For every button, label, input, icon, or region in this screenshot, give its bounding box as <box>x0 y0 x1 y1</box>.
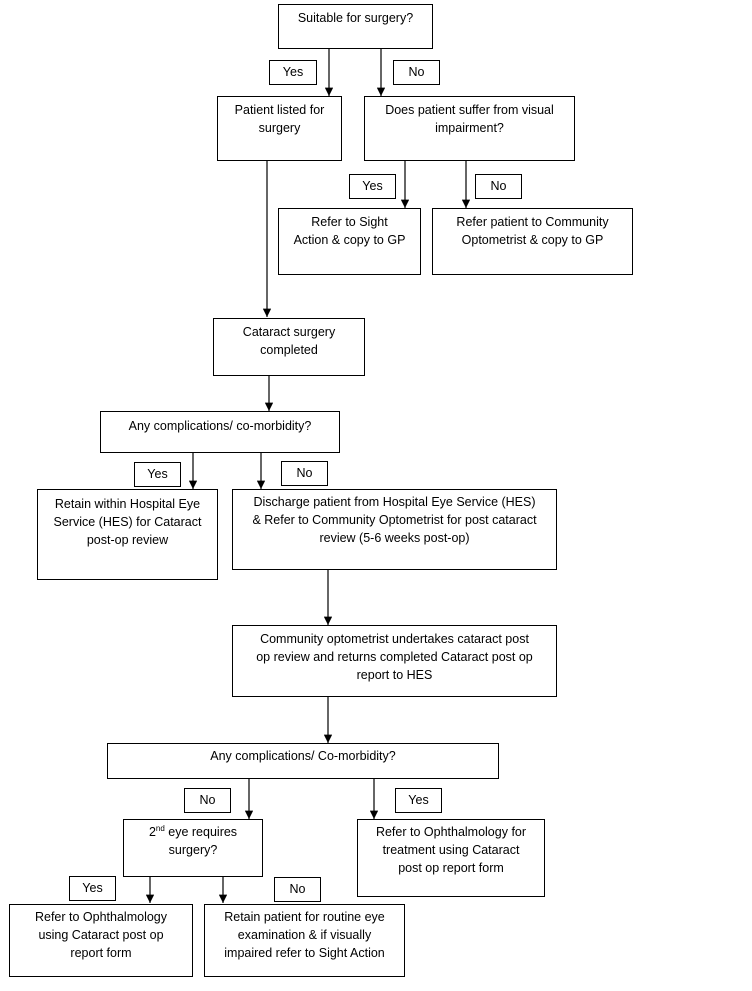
label-second-no: No <box>274 877 321 902</box>
node-discharge-line1: Discharge patient from Hospital Eye Serv… <box>253 495 536 509</box>
label-comp1-yes: Yes <box>134 462 181 487</box>
node-community-line2: Optometrist & copy to GP <box>461 233 604 247</box>
node-discharge-line2: & Refer to Community Optometrist for pos… <box>252 513 537 527</box>
node-second-eye-rest: eye requires <box>164 825 238 839</box>
node-suitable-for-surgery: Suitable for surgery? <box>278 4 433 49</box>
node-ophth-form-line2: using Cataract post op <box>38 928 164 942</box>
node-community-optometrist-review: Community optometrist undertakes catarac… <box>232 625 557 697</box>
node-routine-line3: impaired refer to Sight Action <box>224 946 385 960</box>
node-comp2-text: Any complications/ Co-morbidity? <box>210 749 396 763</box>
node-visual-impairment: Does patient suffer from visual impairme… <box>364 96 575 161</box>
node-listed-line2: surgery <box>258 121 301 135</box>
node-routine-line1: Retain patient for routine eye <box>224 910 385 924</box>
node-refer-community-optometrist: Refer patient to Community Optometrist &… <box>432 208 633 275</box>
node-second-eye-line1: 2nd eye requires <box>124 823 262 841</box>
node-visual-line1: Does patient suffer from visual <box>385 103 554 117</box>
label-visual-no: No <box>475 174 522 199</box>
node-completed-line2: completed <box>260 343 318 357</box>
node-optom-line1: Community optometrist undertakes catarac… <box>260 632 529 646</box>
label-second-yes: Yes <box>69 876 116 901</box>
node-cataract-surgery-completed: Cataract surgery completed <box>213 318 365 376</box>
node-patient-listed: Patient listed for surgery <box>217 96 342 161</box>
node-second-eye: 2nd eye requires surgery? <box>123 819 263 877</box>
label-suitable-yes: Yes <box>269 60 317 85</box>
node-second-eye-num: 2 <box>148 825 156 839</box>
node-retain-line2: Service (HES) for Cataract <box>53 515 202 529</box>
node-complications-2: Any complications/ Co-morbidity? <box>107 743 499 779</box>
label-comp1-no: No <box>281 461 328 486</box>
node-optom-line2: op review and returns completed Cataract… <box>256 650 533 664</box>
node-discharge-patient: Discharge patient from Hospital Eye Serv… <box>232 489 557 570</box>
node-ophth-form-line1: Refer to Ophthalmology <box>34 910 167 924</box>
label-suitable-no: No <box>393 60 440 85</box>
label-comp2-yes: Yes <box>395 788 442 813</box>
node-sight-line2: Action & copy to GP <box>293 233 406 247</box>
label-visual-yes: Yes <box>349 174 396 199</box>
node-routine-eye-exam: Retain patient for routine eye examinati… <box>204 904 405 977</box>
label-comp2-no: No <box>184 788 231 813</box>
node-optom-line3: report to HES <box>356 668 433 682</box>
node-suitable-text: Suitable for surgery? <box>297 11 414 25</box>
node-retain-hes: Retain within Hospital Eye Service (HES)… <box>37 489 218 580</box>
node-second-eye-sup: nd <box>155 823 165 833</box>
node-ophth-treat-line3: post op report form <box>398 861 504 875</box>
node-community-line1: Refer patient to Community <box>456 215 609 229</box>
node-routine-line2: examination & if visually <box>237 928 372 942</box>
node-retain-line3: post-op review <box>86 533 169 547</box>
node-second-eye-line2: surgery? <box>168 843 218 857</box>
node-discharge-line3: review (5-6 weeks post-op) <box>319 531 470 545</box>
node-ophthalmology-form: Refer to Ophthalmology using Cataract po… <box>9 904 193 977</box>
node-sight-line1: Refer to Sight <box>311 215 388 229</box>
node-retain-line1: Retain within Hospital Eye <box>54 497 201 511</box>
node-listed-line1: Patient listed for <box>234 103 325 117</box>
node-comp1-text: Any complications/ co-morbidity? <box>128 419 312 433</box>
node-ophthalmology-treatment: Refer to Ophthalmology for treatment usi… <box>357 819 545 897</box>
node-ophth-treat-line1: Refer to Ophthalmology for <box>375 825 527 839</box>
node-ophth-form-line3: report form <box>70 946 132 960</box>
node-ophth-treat-line2: treatment using Cataract <box>382 843 520 857</box>
node-completed-line1: Cataract surgery <box>242 325 336 339</box>
node-visual-line2: impairment? <box>435 121 504 135</box>
node-complications-1: Any complications/ co-morbidity? <box>100 411 340 453</box>
node-refer-sight-action: Refer to Sight Action & copy to GP <box>278 208 421 275</box>
